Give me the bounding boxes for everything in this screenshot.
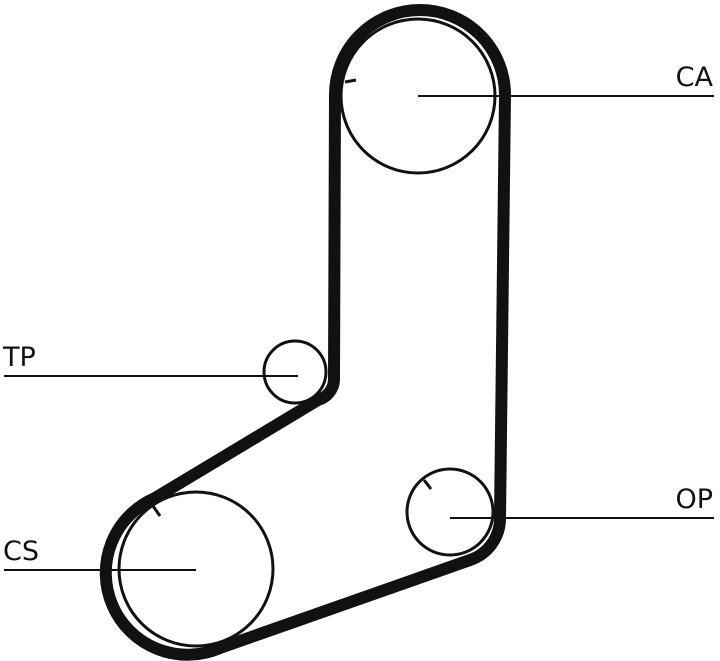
oil-pump-timing-mark <box>422 479 433 490</box>
label-tp: TP <box>2 342 36 373</box>
label-op: OP <box>675 484 713 515</box>
label-cs: CS <box>3 536 39 567</box>
timing-belt <box>99 4 511 661</box>
tensioner-pulley <box>262 339 328 405</box>
label-ca: CA <box>676 62 714 93</box>
oil-pump-pulley <box>405 467 495 557</box>
camshaft-timing-mark <box>344 78 357 84</box>
crankshaft-timing-mark <box>151 505 162 517</box>
